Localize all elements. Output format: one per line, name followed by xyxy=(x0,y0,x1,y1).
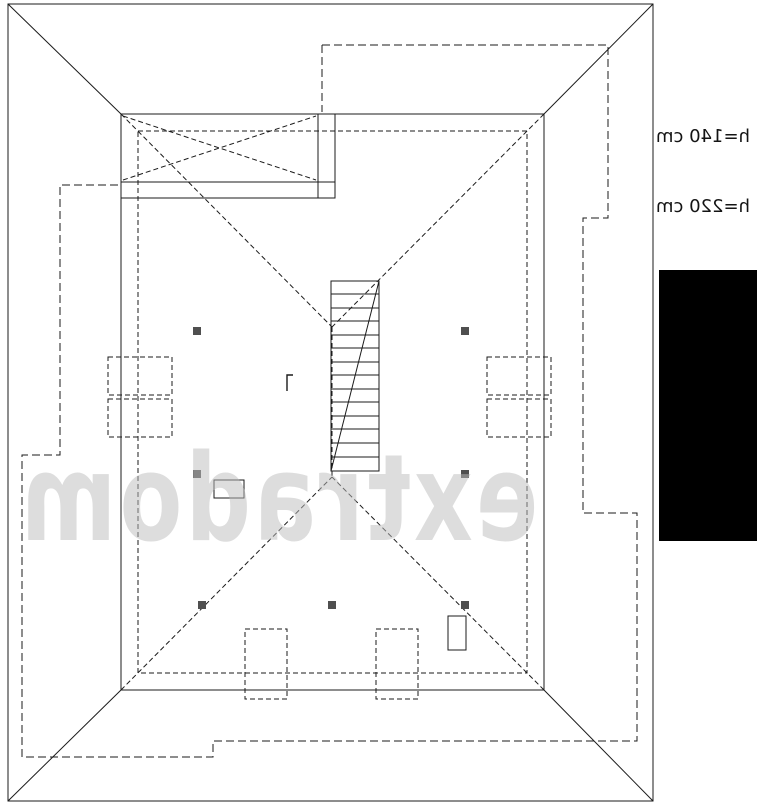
roof-window-bottom-right xyxy=(375,628,419,700)
roof-posts xyxy=(193,327,469,609)
void-wall-right xyxy=(317,113,336,199)
void-diagonal-1 xyxy=(122,115,317,181)
height-label-220: h=220 cm xyxy=(656,196,750,217)
roof-post xyxy=(328,601,336,609)
void-opening xyxy=(120,113,336,199)
roof-post xyxy=(461,327,469,335)
chimney-left xyxy=(213,479,245,499)
fixture-mark xyxy=(286,374,293,391)
stair-treads xyxy=(331,293,379,458)
roof-window-right-lower xyxy=(486,398,552,438)
roof-projection-top-left xyxy=(120,113,333,328)
roof-projection-bottom-right xyxy=(331,476,545,691)
void-diagonal-2 xyxy=(122,115,317,181)
roof-window-left-lower xyxy=(107,398,173,438)
height-label-140: h=140 cm xyxy=(656,126,750,147)
roof-projection-bottom-left xyxy=(120,476,333,691)
roof-post xyxy=(461,601,469,609)
chimney-bottom-right xyxy=(447,615,467,651)
eaves-dashed-outline xyxy=(21,44,638,758)
black-redaction-block xyxy=(659,270,757,541)
hip-line-top-left xyxy=(7,3,122,115)
hip-line-bottom-left xyxy=(7,689,122,802)
hip-line-bottom-right xyxy=(543,689,654,802)
stair-direction-line xyxy=(330,280,380,472)
roof-windows xyxy=(107,356,552,700)
roof-post xyxy=(198,601,206,609)
roof-outline xyxy=(7,3,654,802)
watermark-text: extradom xyxy=(18,430,538,569)
height-contour-line xyxy=(137,130,528,674)
roof-post xyxy=(193,327,201,335)
chimneys xyxy=(213,479,467,651)
right-margin: h=140 cm h=220 cm xyxy=(656,126,757,541)
staircase xyxy=(330,280,380,472)
roof-window-left-upper xyxy=(107,356,173,396)
stair-outline xyxy=(330,280,380,472)
roof-projection-top-right xyxy=(331,113,545,328)
roof-area xyxy=(7,3,654,802)
roof-window-right-upper xyxy=(486,356,552,396)
roof-post xyxy=(193,470,201,478)
roof-post xyxy=(461,470,469,478)
roof-window-bottom-left xyxy=(244,628,288,700)
hip-line-top-right xyxy=(543,3,654,115)
